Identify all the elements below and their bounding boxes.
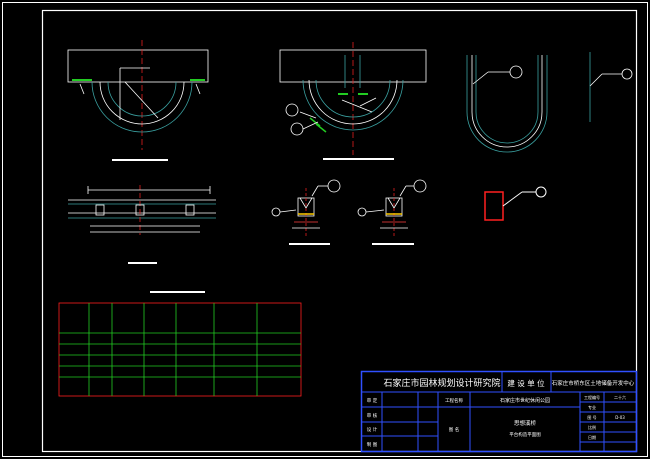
right-label-date: 日期 [588, 434, 596, 440]
view-beam-elevation [68, 185, 216, 293]
title-block: 石家庄市园林规划设计研究院 建 设 单 位 石家庄市桥东区土地储备开发中心 审 … [360, 370, 638, 453]
material-table [58, 302, 302, 397]
project-name-label: 工程名称 [445, 397, 463, 404]
role-design: 设 计 [367, 426, 378, 433]
drawing-subtitle: 平台构造平面图 [509, 431, 541, 438]
view-detail-a [271, 179, 341, 245]
view-detail-b [357, 179, 427, 245]
drawing-no-label: 工程编号 [584, 394, 600, 400]
build-unit-name: 石家庄市桥东区土地储备开发中心 [552, 379, 635, 387]
view-bridge-section-2 [279, 42, 427, 160]
institute-name: 石家庄市园林规划设计研究院 [383, 377, 500, 389]
view-u-arch-elevation [466, 52, 633, 153]
sheet-no: D-03 [615, 415, 625, 420]
project-name: 石家庄市世纪休闲公园 [500, 397, 550, 404]
sheet-label: 图 号 [587, 414, 596, 420]
role-review: 审 核 [367, 412, 378, 419]
role-draw: 制 图 [367, 441, 378, 448]
inner-border [41, 9, 638, 453]
build-unit-label: 建 设 单 位 [507, 378, 545, 388]
view-detail-c [484, 186, 547, 221]
drawing-no: 二十六 [614, 394, 626, 400]
role-approve: 审 定 [367, 397, 378, 404]
right-label-scale: 比例 [588, 424, 596, 430]
right-label-specialty: 专业 [588, 404, 596, 410]
figure-label: 图 名 [449, 426, 459, 433]
drawing-title: 思想溪桥 [514, 419, 537, 427]
view-bridge-section-1 [67, 40, 209, 161]
